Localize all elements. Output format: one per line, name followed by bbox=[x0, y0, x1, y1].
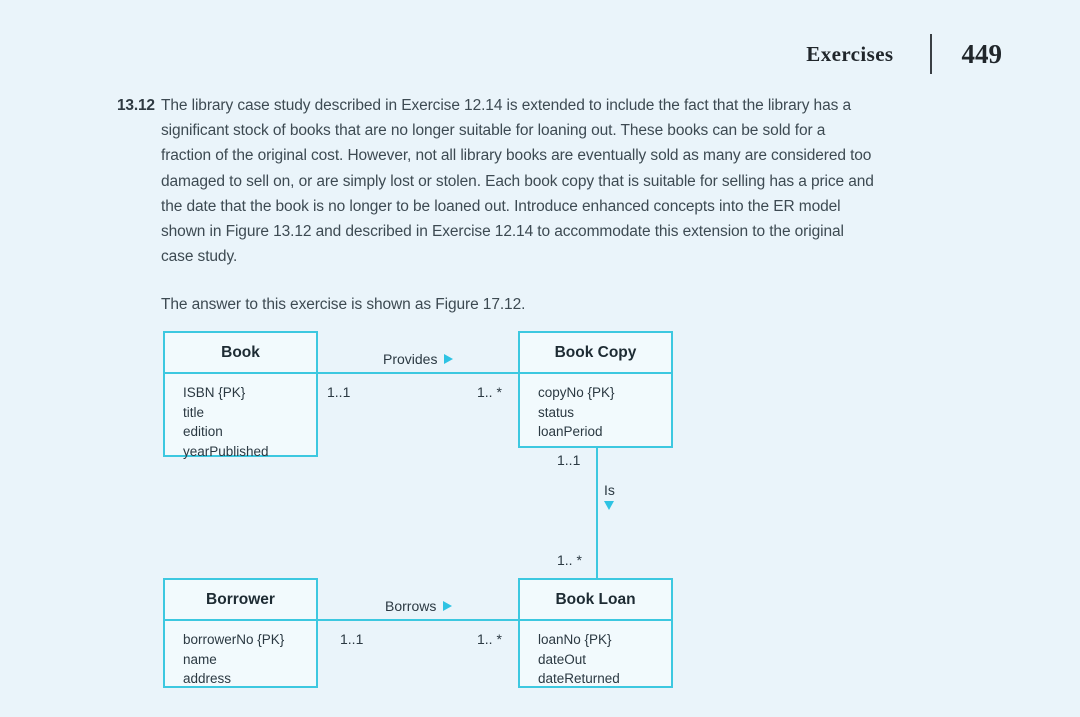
entity-borrower: Borrower borrowerNo {PK} name address bbox=[163, 578, 318, 688]
exercise-paragraph-2: The answer to this exercise is shown as … bbox=[161, 296, 526, 314]
attribute: edition bbox=[183, 424, 223, 440]
running-head-divider bbox=[929, 34, 932, 74]
cardinality-is-target: 1.. * bbox=[557, 552, 582, 568]
arrow-right-icon bbox=[443, 601, 453, 611]
attribute: yearPublished bbox=[183, 443, 269, 459]
connector-borrows bbox=[317, 619, 518, 621]
exercise-block: 13.12 The library case study described i… bbox=[117, 93, 877, 318]
entity-book-loan-attributes: loanNo {PK} dateOut dateReturned bbox=[520, 621, 671, 698]
relationship-borrows-label: Borrows bbox=[385, 598, 437, 614]
attribute: title bbox=[183, 404, 205, 420]
page-number: 449 bbox=[961, 38, 1003, 69]
entity-book-loan: Book Loan loanNo {PK} dateOut dateReturn… bbox=[518, 578, 673, 688]
cardinality-borrows-source: 1..1 bbox=[340, 631, 364, 647]
relationship-is-label: Is bbox=[604, 482, 615, 498]
attribute: dateReturned bbox=[538, 671, 620, 687]
attribute: name bbox=[183, 651, 217, 667]
attribute: ISBN {PK} bbox=[183, 385, 246, 400]
connector-provides bbox=[317, 372, 518, 374]
entity-book-title: Book bbox=[165, 333, 316, 374]
arrow-down-icon bbox=[604, 501, 615, 510]
relationship-borrows: Borrows bbox=[385, 598, 453, 614]
attribute: status bbox=[538, 404, 575, 420]
attribute: borrowerNo {PK} bbox=[183, 632, 285, 647]
entity-book-copy: Book Copy copyNo {PK} status loanPeriod bbox=[518, 331, 673, 448]
cardinality-provides-target: 1.. * bbox=[477, 384, 502, 400]
exercise-body: The library case study described in Exer… bbox=[161, 93, 877, 318]
cardinality-provides-source: 1..1 bbox=[327, 384, 351, 400]
entity-book-attributes: ISBN {PK} title edition yearPublished bbox=[165, 374, 316, 470]
arrow-right-icon bbox=[444, 354, 454, 364]
cardinality-borrows-target: 1.. * bbox=[477, 631, 502, 647]
entity-borrower-attributes: borrowerNo {PK} name address bbox=[165, 621, 316, 698]
attribute: copyNo {PK} bbox=[538, 385, 615, 400]
relationship-provides-label: Provides bbox=[383, 351, 438, 367]
connector-is bbox=[596, 447, 598, 579]
relationship-is: Is bbox=[604, 482, 615, 510]
entity-book: Book ISBN {PK} title edition yearPublish… bbox=[163, 331, 318, 459]
entity-book-loan-title: Book Loan bbox=[520, 580, 671, 621]
attribute: loanPeriod bbox=[538, 424, 603, 440]
entity-book-copy-title: Book Copy bbox=[520, 333, 671, 374]
attribute: dateOut bbox=[538, 651, 587, 667]
cardinality-is-source: 1..1 bbox=[557, 452, 581, 468]
running-head-title: Exercises bbox=[806, 41, 894, 66]
relationship-provides: Provides bbox=[383, 351, 454, 367]
running-head: Exercises 449 bbox=[806, 34, 1002, 74]
exercise-paragraph-1: The library case study described in Exer… bbox=[161, 97, 874, 266]
entity-borrower-title: Borrower bbox=[165, 580, 316, 621]
entity-book-copy-attributes: copyNo {PK} status loanPeriod bbox=[520, 374, 671, 451]
exercise-number: 13.12 bbox=[117, 97, 155, 114]
attribute: address bbox=[183, 671, 232, 687]
attribute: loanNo {PK} bbox=[538, 632, 612, 647]
